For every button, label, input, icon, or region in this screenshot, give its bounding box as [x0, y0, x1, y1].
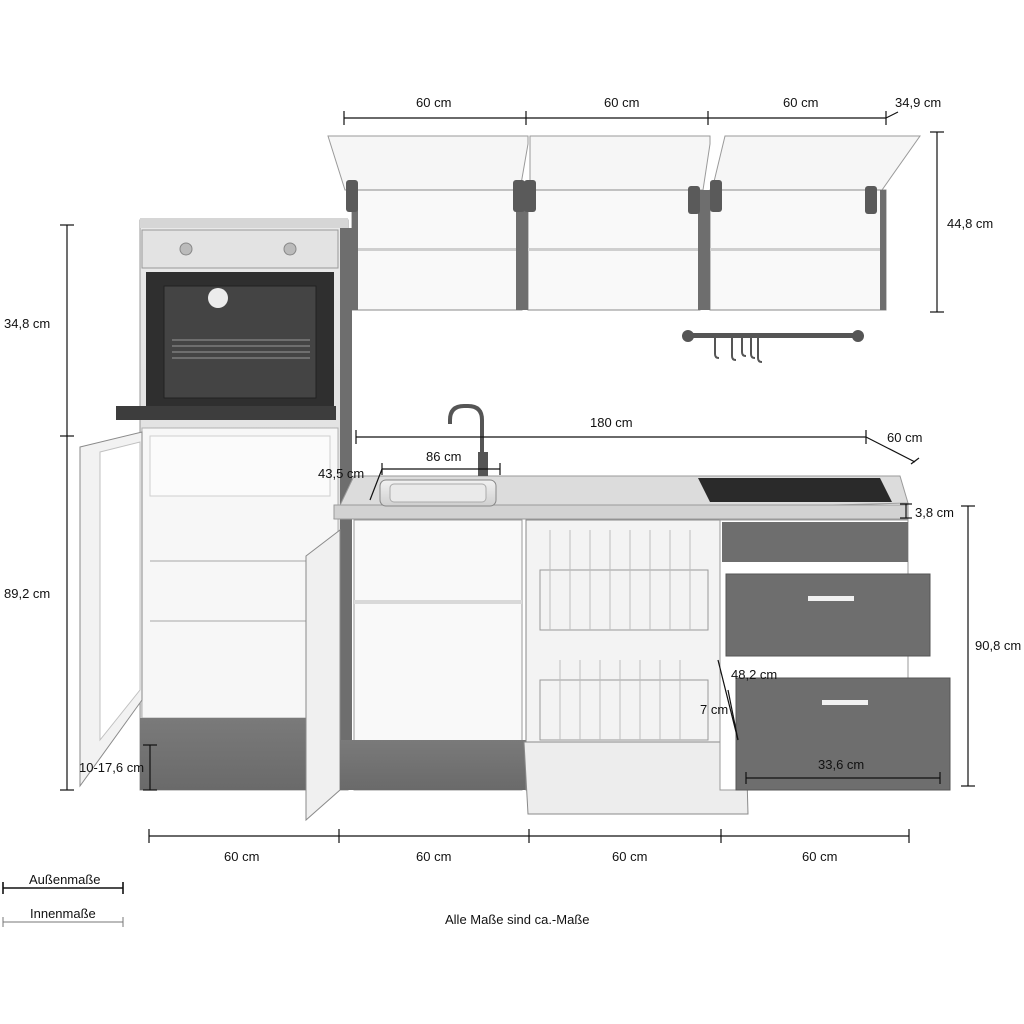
- wall-cab-depth-label: 34,9 cm: [895, 95, 942, 110]
- legend-lines: [2, 882, 124, 927]
- flap-3: [711, 135, 921, 191]
- upper-tall-height-label: 34,8 cm: [4, 316, 51, 331]
- legend-outer-label: Außenmaße: [29, 872, 101, 887]
- wall-cabinets: [327, 135, 921, 363]
- worktop-thickness-label: 3,8 cm: [915, 505, 955, 520]
- worktop-depth-label: 60 cm: [887, 430, 923, 445]
- lower-tall-height-label: 89,2 cm: [4, 586, 51, 601]
- sink-width-label: 86 cm: [426, 449, 462, 464]
- flap-2: [529, 135, 711, 191]
- base-4-width-label: 60 cm: [802, 849, 838, 864]
- base-1-width-label: 60 cm: [224, 849, 260, 864]
- drawer-side-label: 7 cm: [700, 702, 729, 717]
- measurement-note: Alle Maße sind ca.-Maße: [445, 912, 590, 927]
- base-height-label: 90,8 cm: [975, 638, 1022, 653]
- wall-cab-2-width-label: 60 cm: [604, 95, 640, 110]
- base-3-width-label: 60 cm: [612, 849, 648, 864]
- base-2-width-label: 60 cm: [416, 849, 452, 864]
- drawer-width-label: 33,6 cm: [818, 757, 865, 772]
- wall-cab-1-width-label: 60 cm: [416, 95, 452, 110]
- dimension-lines: [60, 111, 975, 843]
- worktop-length-label: 180 cm: [590, 415, 633, 430]
- sink-depth-label: 43,5 cm: [318, 466, 365, 481]
- wall-cab-3-width-label: 60 cm: [783, 95, 819, 110]
- plinth-height-label: 10-17,6 cm: [79, 760, 145, 775]
- base-cabinets: [333, 404, 951, 815]
- wall-cab-height-label: 44,8 cm: [947, 216, 994, 231]
- flap-1: [327, 135, 529, 191]
- legend-inner-label: Innenmaße: [30, 906, 96, 921]
- tall-cabinet: [79, 218, 352, 822]
- drawer-depth-label: 48,2 cm: [731, 667, 778, 682]
